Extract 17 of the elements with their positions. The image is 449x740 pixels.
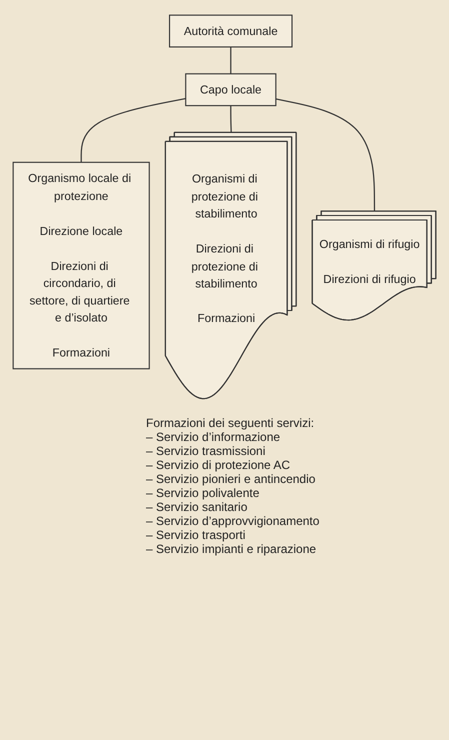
connector <box>230 46 232 74</box>
list-item: – Servizio trasmissioni <box>146 444 266 458</box>
list-item: – Servizio impianti e riparazione <box>146 542 316 556</box>
connector <box>230 106 232 133</box>
list-item: – Servizio pionieri e antincendio <box>146 472 316 486</box>
list-item: – Servizio d’approvvigionamento <box>146 514 320 528</box>
list-item: – Servizio di protezione AC <box>146 458 290 472</box>
node-box: Autorità comunale <box>168 14 293 48</box>
connector <box>80 98 186 162</box>
list-item: – Servizio sanitario <box>146 500 248 514</box>
list-item: – Servizio trasporti <box>146 528 246 542</box>
node-box: Organismo locale di protezione Direzione locale Direzioni di circondario, di settore, di quartiere e d’isolato Formazioni <box>12 162 150 370</box>
list-item: Formazioni dei seguenti servizi: <box>146 416 314 430</box>
node-box: Capo locale <box>185 73 276 106</box>
list-item: – Servizio polivalente <box>146 486 260 500</box>
connector <box>276 98 376 212</box>
list-item: – Servizio d’informazione <box>146 430 280 444</box>
